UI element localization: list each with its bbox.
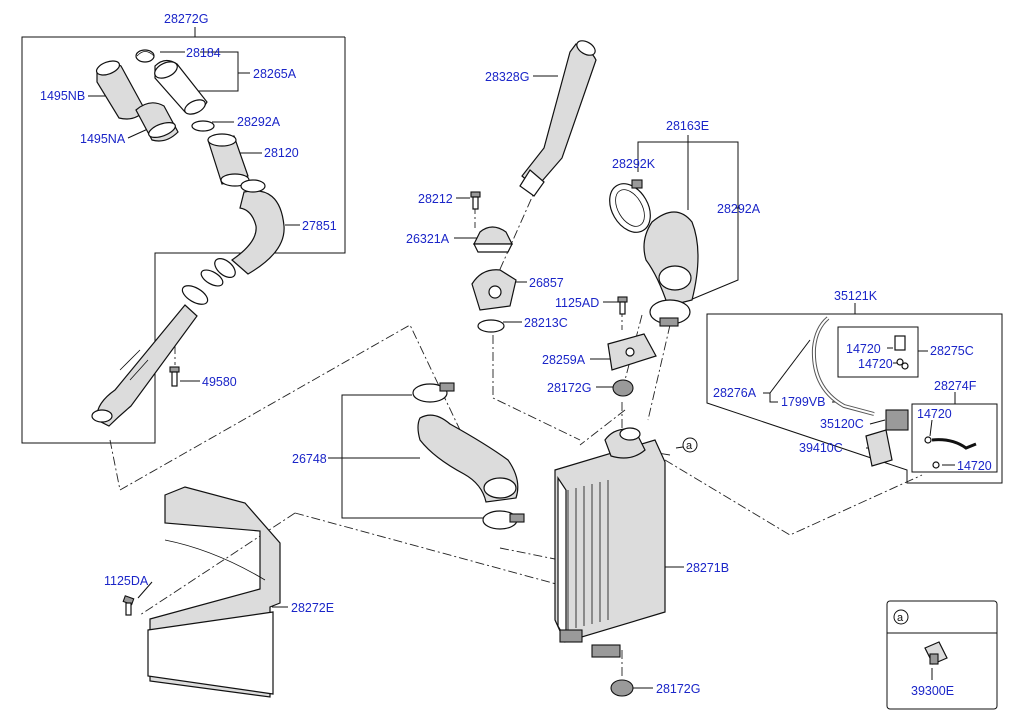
clamp-28292A-top — [191, 120, 215, 132]
label-1495NB: 1495NB — [40, 89, 85, 103]
pipe-28328G — [519, 40, 597, 197]
label-28275C: 28275C — [930, 344, 974, 358]
bracket-28259A — [607, 333, 657, 371]
label-28120: 28120 — [264, 146, 299, 160]
label-1799VB: 1799VB — [781, 395, 825, 409]
label-28292A-top: 28292A — [237, 115, 281, 129]
group-box-28272G — [21, 36, 346, 444]
hose-28163E — [643, 211, 699, 307]
label-28212: 28212 — [418, 192, 453, 206]
label-28292K: 28292K — [612, 157, 656, 171]
clamp-28292A-right — [649, 299, 691, 327]
fitting-28275C — [894, 335, 909, 370]
label-28272E: 28272E — [291, 601, 334, 615]
label-28259A: 28259A — [542, 353, 586, 367]
duct-1495NA — [135, 102, 179, 142]
valve-26321A — [473, 226, 513, 253]
label-39300E: 39300E — [911, 684, 954, 698]
solenoid-35120C — [885, 409, 909, 431]
intercooler-28271B — [554, 427, 666, 658]
group-box-35121K — [706, 313, 1003, 484]
label-14720-b: 14720 — [858, 357, 893, 371]
label-28276A: 28276A — [713, 386, 757, 400]
label-26857: 26857 — [529, 276, 564, 290]
label-28172G-bottom: 28172G — [656, 682, 700, 696]
clamp-26748-top — [412, 382, 455, 403]
hose-28274F — [924, 436, 977, 469]
grommet-28172G-bottom — [610, 679, 634, 697]
label-1125DA: 1125DA — [104, 574, 149, 588]
label-28265A: 28265A — [253, 67, 297, 81]
label-14720-c: 14720 — [917, 407, 952, 421]
label-26321A: 26321A — [406, 232, 450, 246]
box-28275C — [837, 326, 919, 378]
label-1495NA: 1495NA — [80, 132, 126, 146]
clamp-28184 — [135, 49, 155, 63]
label-35121K: 35121K — [834, 289, 878, 303]
label-14720-d: 14720 — [957, 459, 992, 473]
label-28328G: 28328G — [485, 70, 529, 84]
callout-circle-a — [682, 437, 698, 453]
bracket-39410C — [865, 429, 893, 467]
hose-28265A — [154, 59, 208, 115]
label-28172G-top: 28172G — [547, 381, 591, 395]
callout-letter: a — [686, 440, 693, 452]
duct-1495NB — [95, 60, 146, 120]
label-28272G: 28272G — [164, 12, 208, 26]
label-28292A-right: 28292A — [717, 202, 761, 216]
inset-circle-a — [893, 609, 909, 625]
housing-26857 — [471, 269, 517, 311]
label-14720-a: 14720 — [846, 342, 881, 356]
bolt-1125AD — [617, 296, 628, 315]
label-28274F: 28274F — [934, 379, 977, 393]
label-26748: 26748 — [292, 452, 327, 466]
label-39410C: 39410C — [799, 441, 843, 455]
hose-26748 — [417, 414, 519, 503]
label-28184: 28184 — [186, 46, 221, 60]
vacuum-line-28276A — [811, 316, 875, 416]
clamp-26748-bottom — [482, 510, 525, 530]
hose-27851 — [214, 179, 285, 278]
bolt-28212 — [470, 191, 481, 210]
bolt-49580 — [169, 366, 180, 387]
clamp-28292K — [609, 179, 651, 233]
oring-28213C — [477, 319, 505, 333]
inset-box-a — [886, 600, 998, 710]
air-guide-28272E — [147, 486, 281, 698]
label-27851: 27851 — [302, 219, 337, 233]
label-28271B: 28271B — [686, 561, 729, 575]
label-28163E: 28163E — [666, 119, 709, 133]
inset-letter: a — [897, 612, 904, 624]
grommet-28172G-top — [612, 379, 634, 397]
bolt-1125DA — [122, 595, 135, 616]
label-35120C: 35120C — [820, 417, 864, 431]
pipe-28120 — [207, 133, 250, 187]
label-49580: 49580 — [202, 375, 237, 389]
label-28213C: 28213C — [524, 316, 568, 330]
label-1125AD: 1125AD — [555, 296, 599, 310]
sensor-39300E — [924, 641, 948, 665]
pipe-lower-left — [91, 304, 198, 427]
clamps-lower-left — [181, 269, 224, 305]
